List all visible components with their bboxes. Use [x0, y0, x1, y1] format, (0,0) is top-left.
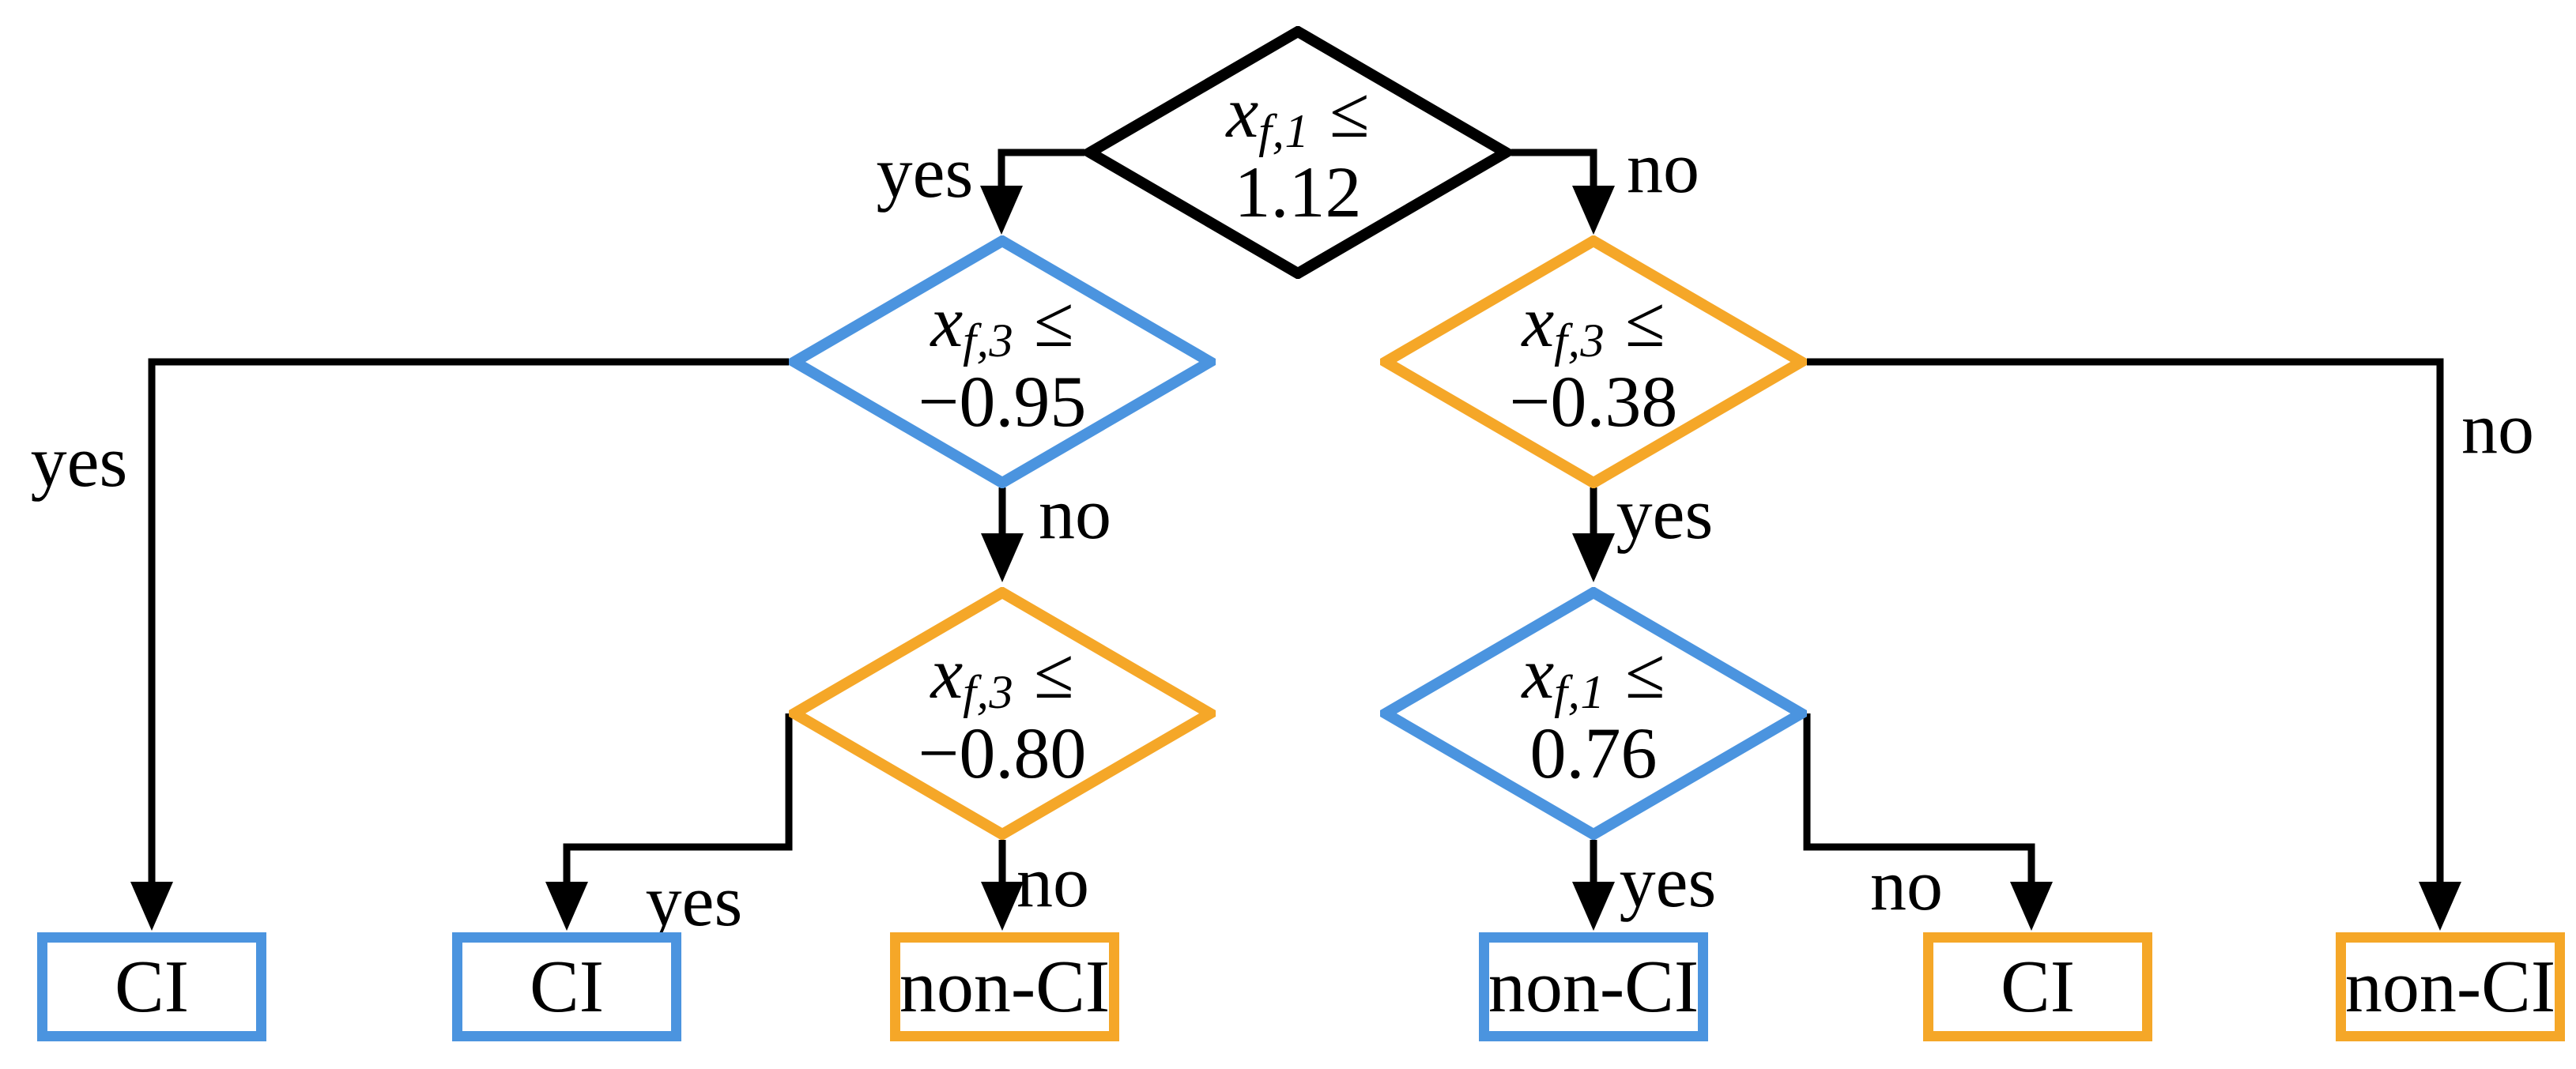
- leaf-box-ci-2: CI: [452, 932, 681, 1041]
- edge-root-yes: [998, 149, 1084, 190]
- leaf-box-nonci-2: non-CI: [1479, 932, 1708, 1041]
- diamond-shape: [1380, 235, 1807, 488]
- arrowhead-right-no: [2419, 882, 2461, 931]
- decision-node-root: xf,1 ≤ 1.12: [1084, 26, 1511, 279]
- edge-left-child-yes: [563, 713, 793, 886]
- decision-node-left-child: xf,3 ≤ −0.80: [789, 587, 1216, 840]
- edge-label-right-yes: yes: [1616, 473, 1714, 554]
- variable: x: [1522, 632, 1555, 713]
- edge-label-left-yes: yes: [30, 421, 128, 502]
- operator: ≤: [1034, 280, 1074, 362]
- arrowhead-root-yes: [980, 186, 1023, 235]
- edge-right-child-no: [1803, 713, 2035, 886]
- diamond-shape: [789, 235, 1216, 488]
- leaf-box-ci-1: CI: [37, 932, 266, 1041]
- arrowhead-left-no: [981, 533, 1024, 582]
- threshold-value: 0.76: [1529, 713, 1658, 793]
- decision-node-left-child-label: xf,3 ≤ −0.80: [789, 587, 1216, 840]
- decision-node-right: xf,3 ≤ −0.38: [1380, 235, 1807, 488]
- decision-node-right-child-label: xf,1 ≤ 0.76: [1380, 587, 1807, 840]
- diamond-shape: [1084, 26, 1511, 279]
- decision-node-right-label: xf,3 ≤ −0.38: [1380, 235, 1807, 488]
- edge-label-left-child-no: no: [1016, 841, 1089, 922]
- arrowhead-right-yes: [1572, 533, 1615, 582]
- variable: x: [1226, 71, 1259, 152]
- arrowhead-right-child-yes: [1572, 882, 1615, 931]
- operator: ≤: [1625, 280, 1665, 362]
- leaf-box-ci-3: CI: [1923, 932, 2152, 1041]
- diamond-shape: [1380, 587, 1807, 840]
- leaf-box-nonci-3: non-CI: [2336, 932, 2565, 1041]
- edge-label-right-child-yes: yes: [1619, 841, 1717, 922]
- operator: ≤: [1329, 71, 1370, 152]
- edge-label-right-child-no: no: [1870, 845, 1943, 925]
- decision-node-left-label: xf,3 ≤ −0.95: [789, 235, 1216, 488]
- edge-label-left-no: no: [1039, 473, 1111, 554]
- threshold-value: −0.95: [918, 361, 1087, 442]
- edge-root-no: [1511, 149, 1597, 190]
- leaf-box-nonci-1: non-CI: [890, 932, 1119, 1041]
- edge-right-no: [1807, 358, 2444, 886]
- threshold-value: −0.38: [1509, 361, 1678, 442]
- edge-label-root-yes: yes: [876, 132, 974, 213]
- decision-node-right-child: xf,1 ≤ 0.76: [1380, 587, 1807, 840]
- operator: ≤: [1625, 632, 1665, 713]
- edge-left-yes: [148, 358, 789, 886]
- arrowhead-left-yes: [130, 882, 173, 931]
- edge-label-left-child-yes: yes: [645, 860, 743, 941]
- threshold-value: 1.12: [1234, 152, 1362, 232]
- edge-label-right-no: no: [2461, 388, 2534, 469]
- variable: x: [1522, 280, 1555, 362]
- variable-subscript: f,3: [963, 314, 1014, 368]
- decision-node-root-label: xf,1 ≤ 1.12: [1084, 26, 1511, 279]
- decision-node-left: xf,3 ≤ −0.95: [789, 235, 1216, 488]
- threshold-value: −0.80: [918, 713, 1087, 793]
- arrowhead-right-child-no: [2010, 882, 2053, 931]
- diamond-shape: [789, 587, 1216, 840]
- arrowhead-left-child-no: [981, 882, 1024, 931]
- variable-subscript: f,3: [963, 666, 1014, 720]
- arrowhead-root-no: [1572, 186, 1615, 235]
- variable-subscript: f,3: [1554, 314, 1605, 368]
- variable: x: [930, 280, 964, 362]
- edge-label-root-no: no: [1627, 127, 1699, 208]
- arrowhead-left-child-yes: [545, 882, 588, 931]
- variable-subscript: f,1: [1554, 666, 1605, 720]
- operator: ≤: [1034, 632, 1074, 713]
- variable: x: [930, 632, 964, 713]
- variable-subscript: f,1: [1258, 105, 1310, 159]
